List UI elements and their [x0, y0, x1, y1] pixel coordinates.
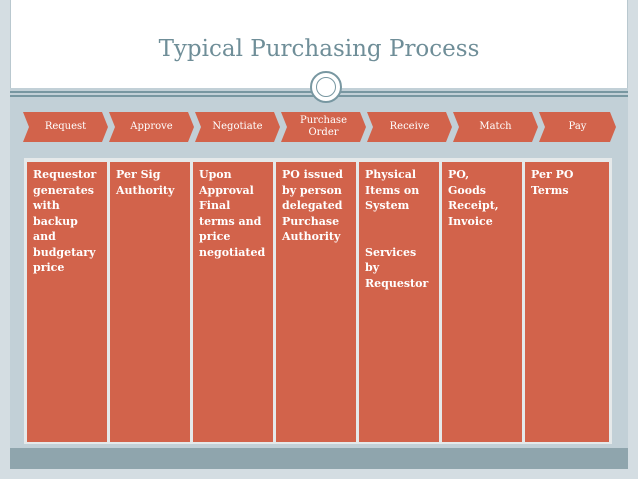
process-chevrons: [23, 112, 616, 142]
chevron-pay: [539, 112, 616, 142]
detail-cell-request: Requestor generates with backup and budg…: [27, 162, 107, 442]
chevron-request: [23, 112, 108, 142]
chevron-purchase-order: [281, 112, 366, 142]
detail-text: Per PO Terms: [531, 168, 574, 197]
chevron-label: Negotiate: [212, 121, 263, 132]
detail-cell-pay: Per PO Terms: [525, 162, 609, 442]
detail-text: Upon Approval Final terms and price nego…: [199, 168, 266, 259]
detail-cell-negotiate: Upon Approval Final terms and price nego…: [193, 162, 273, 442]
details-table: Requestor generates with backup and budg…: [24, 158, 612, 444]
detail-cell-purchase-order: PO issued by person delegated Purchase A…: [276, 162, 356, 442]
detail-text: PO issued by person delegated Purchase A…: [282, 168, 343, 243]
chevron-label: Purchase Order: [299, 115, 347, 138]
detail-text: PO, Goods Receipt, Invoice: [448, 168, 499, 228]
slide: Typical Purchasing Process Request Appro…: [10, 0, 628, 469]
chevron-label: Approve: [130, 121, 173, 132]
detail-cell-match: PO, Goods Receipt, Invoice: [442, 162, 522, 442]
chevron-label: Request: [44, 121, 87, 132]
slide-title: Typical Purchasing Process: [158, 36, 480, 62]
footer-band: [10, 448, 628, 469]
chevron-approve: [109, 112, 194, 142]
circle-ornament-icon: [310, 71, 342, 103]
detail-cell-receive: Physical Items on System Services by Req…: [359, 162, 439, 442]
detail-text: Per Sig Authority: [116, 168, 175, 197]
circle-ornament-inner: [316, 77, 336, 97]
detail-text: Requestor generates with backup and budg…: [33, 168, 97, 274]
chevron-label: Receive: [389, 121, 430, 132]
chevron-label: Pay: [568, 121, 587, 132]
chevron-receive: [367, 112, 452, 142]
chevron-negotiate: [195, 112, 280, 142]
detail-text: Physical Items on System Services by Req…: [365, 168, 429, 290]
chevron-match: [453, 112, 538, 142]
chevron-label: Match: [479, 121, 512, 132]
detail-cell-approve: Per Sig Authority: [110, 162, 190, 442]
